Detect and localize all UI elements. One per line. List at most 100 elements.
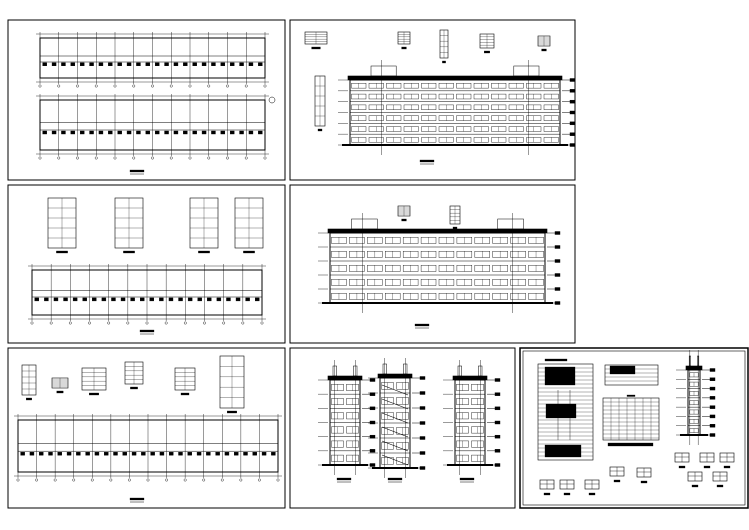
room-mark [130,297,135,302]
axis-bubble [57,156,61,160]
level-tag [554,259,561,263]
detail-title [56,250,68,254]
detail-title [563,492,571,496]
level-tag [709,414,716,419]
level-tag [419,406,426,410]
detail-drawing [219,355,245,414]
axis-bubble [30,321,34,325]
sheet-title [459,477,475,483]
window-detail [687,471,703,488]
window-detail [712,471,728,488]
title-bar [336,477,352,481]
roof-stair-tower [457,365,462,377]
room-mark [258,130,263,135]
axis-bubble [113,156,117,160]
room-mark [207,297,212,302]
axis-bubble [222,321,226,325]
axis-bubble [226,156,229,160]
axis-bubble [151,84,154,88]
room-mark [220,62,226,66]
line-rect [602,397,660,441]
title-bar [129,497,145,501]
axis-bubble [132,84,136,88]
room-mark [117,62,122,66]
axis-bubble [49,321,53,325]
axis-bubble [146,478,150,482]
axis-bubble [128,478,131,482]
axis-bubble [88,321,91,325]
detail-title [198,250,210,254]
title-bar [419,159,435,163]
room-mark [89,62,94,66]
detail-title [640,480,648,484]
room-mark [154,130,160,135]
room-mark [173,130,179,135]
axis-bubble [263,84,267,88]
sheet-title [129,497,145,503]
detail-title [130,386,138,390]
level-tag [569,143,576,147]
level-tag [569,121,576,126]
axis-bubble [188,84,192,88]
roof-stair-tower [370,65,397,77]
room-mark [79,62,85,66]
axis-bubble [107,321,111,325]
level-tag [494,449,501,453]
room-mark [98,62,104,66]
level-tag [569,132,576,136]
detail-drawing [304,31,328,50]
detail-drawing [397,205,411,222]
level-tag [709,433,716,437]
room-mark [211,130,216,135]
detail-title [317,128,323,132]
window-detail [674,452,690,469]
level-tag [419,466,426,470]
detail-title [227,410,237,414]
floor-plan [14,414,282,482]
detail-title [716,484,724,488]
building-elevation [338,60,576,155]
legend-table [604,364,659,386]
axis-bubble [53,478,57,482]
building-elevation [443,360,501,475]
notes-text-block [545,403,577,419]
room-mark [187,452,192,456]
room-mark [122,452,127,456]
room-mark [245,297,250,302]
level-tag [709,377,716,381]
room-mark [126,130,132,135]
room-mark [34,297,39,302]
room-mark [63,297,68,302]
axis-bubble [239,478,243,482]
axis-bubble [258,478,261,482]
roof-stair-tower [353,365,358,377]
roof-stair-tower [332,365,337,377]
level-tag [709,424,716,428]
level-tag [569,78,576,82]
detail-drawing [124,361,144,390]
room-mark [220,130,226,135]
notes-text-block [544,444,582,458]
level-tag [709,396,716,400]
level-tag [494,406,501,411]
level-tag [494,420,501,425]
table-title [544,358,568,362]
table-title [626,394,636,397]
floor-plan [28,264,266,325]
room-mark [164,62,169,66]
room-mark [131,452,137,456]
window-detail [539,479,555,496]
room-mark [66,452,72,456]
room-mark [53,297,59,302]
sheet-border [289,347,516,509]
axis-bubble [126,321,130,325]
axis-bubble [94,156,98,160]
room-mark [201,130,207,135]
room-mark [216,297,222,302]
room-mark [173,62,179,66]
door-window-schedule [602,394,660,447]
room-mark [89,130,94,135]
detail-drawing [314,75,326,132]
room-mark [149,297,154,302]
